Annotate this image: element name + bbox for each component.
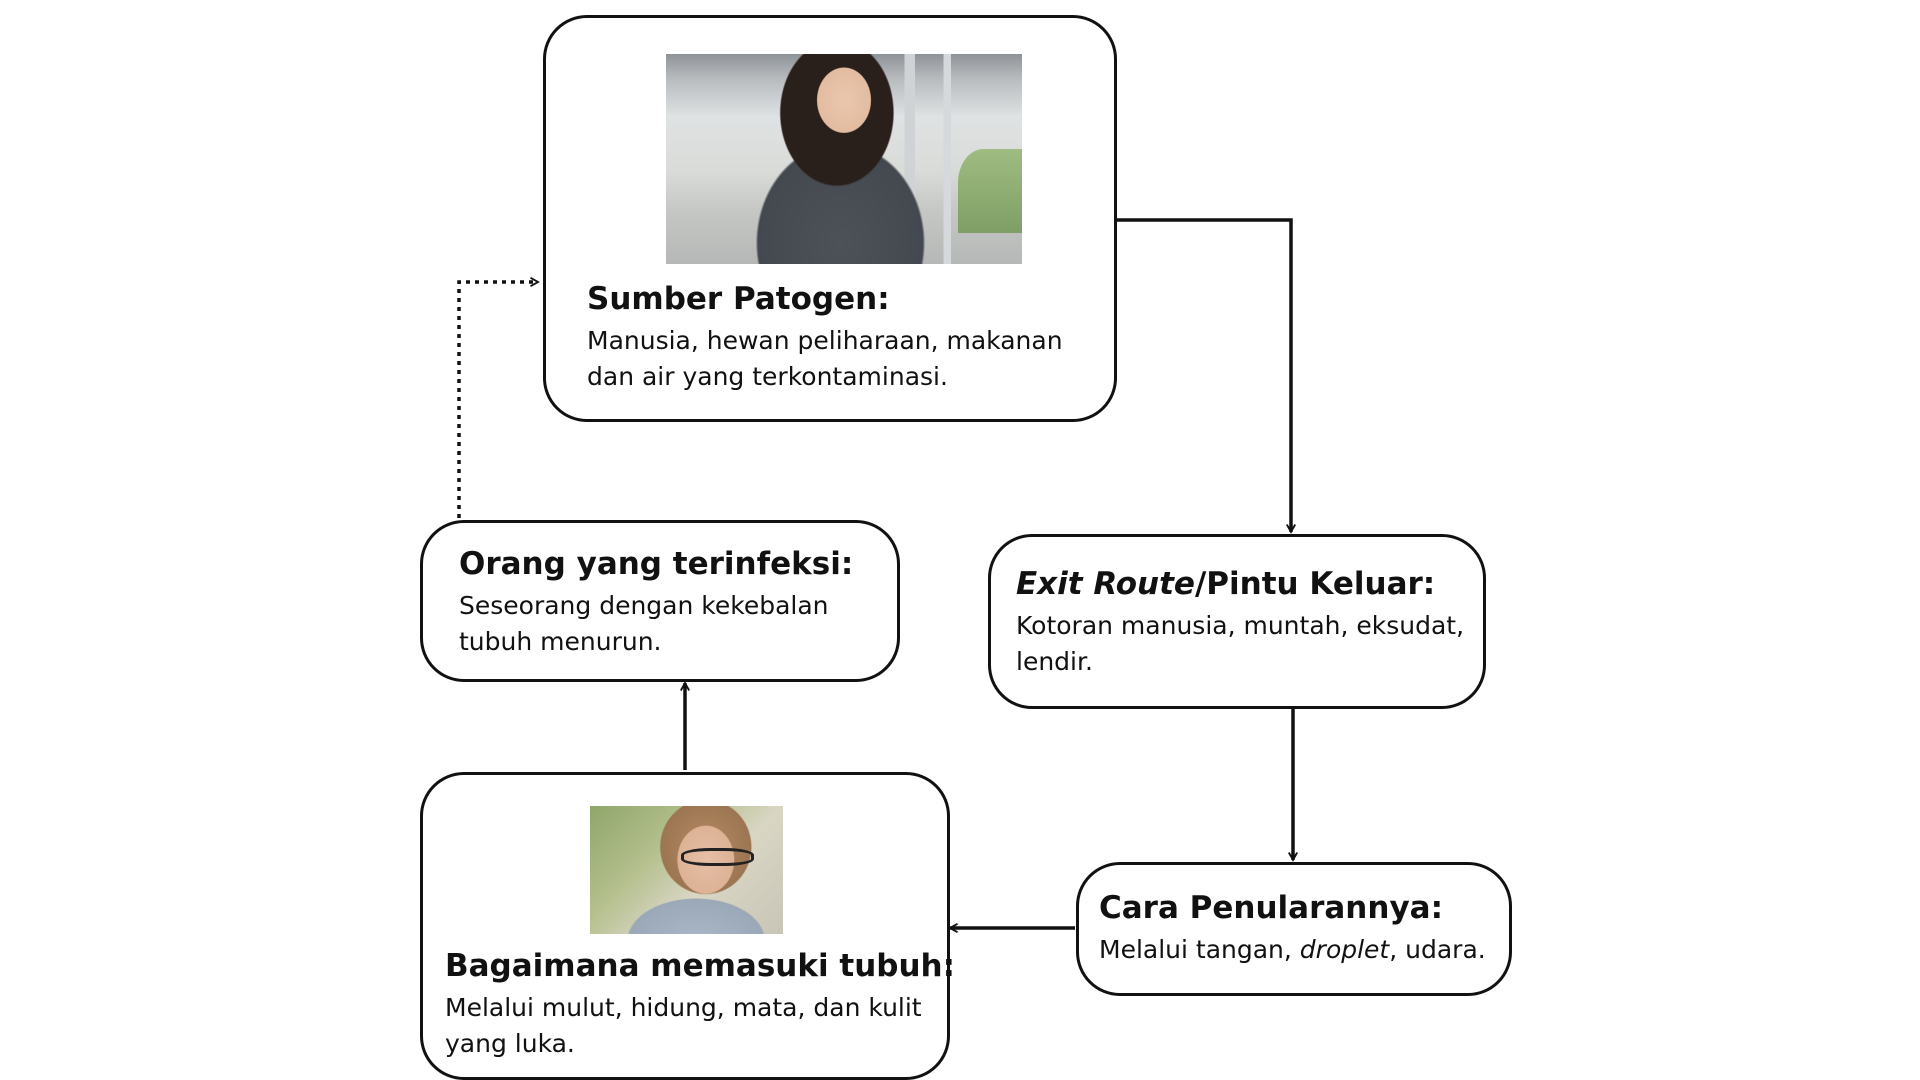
- transmission-title: Cara Penularannya:: [1099, 890, 1443, 926]
- node-exit-route: Exit Route/Pintu Keluar: Kotoran manusia…: [988, 534, 1486, 709]
- host-text: Seseorang dengan kekebalan tubuh menurun…: [459, 590, 829, 656]
- entry-title: Bagaimana memasuki tubuh:: [445, 948, 956, 984]
- source-text: Manusia, hewan peliharaan, makanan dan a…: [587, 325, 1063, 391]
- exit-route-title-italic: Exit Route: [1016, 566, 1195, 602]
- entry-text: Melalui mulut, hidung, mata, dan kulit y…: [445, 992, 922, 1058]
- transmission-text: Melalui tangan, droplet, udara.: [1099, 932, 1509, 968]
- transmission-text-after: , udara.: [1389, 934, 1486, 964]
- woman-coughing-photo: [666, 54, 1022, 264]
- transmission-text-italic: droplet: [1299, 934, 1390, 964]
- arrow-host-to-source-dotted: [457, 282, 538, 518]
- host-title: Orang yang terinfeksi:: [459, 546, 854, 582]
- source-title: Sumber Patogen:: [587, 281, 890, 317]
- exit-route-text: Kotoran manusia, muntah, eksudat, lendir…: [1016, 610, 1465, 676]
- node-entry: Bagaimana memasuki tubuh: Melalui mulut,…: [420, 772, 956, 1080]
- exit-route-title: Exit Route/Pintu Keluar:: [1016, 565, 1476, 604]
- arrow-source-to-exit: [1117, 218, 1291, 532]
- node-host: Orang yang terinfeksi: Seseorang dengan …: [420, 520, 900, 682]
- transmission-text-before: Melalui tangan,: [1099, 934, 1300, 964]
- node-transmission: Cara Penularannya: Melalui tangan, dropl…: [1076, 862, 1512, 996]
- node-source: Sumber Patogen: Manusia, hewan peliharaa…: [543, 15, 1117, 422]
- woman-rubbing-eye-photo: [590, 806, 783, 934]
- exit-route-title-rest: /Pintu Keluar:: [1194, 566, 1436, 602]
